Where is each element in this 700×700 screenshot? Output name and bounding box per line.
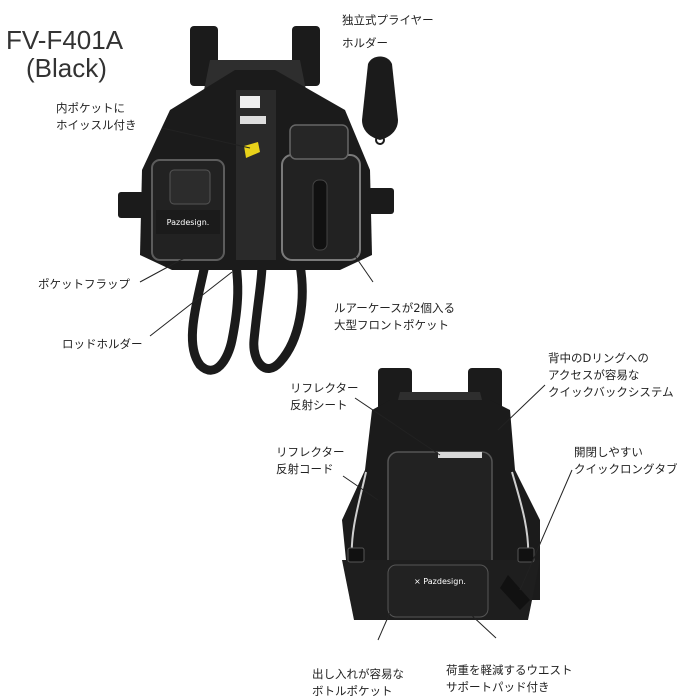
- label-front-pocket: ルアーケースが2個入る 大型フロントポケット: [334, 301, 456, 332]
- front-brand-logo: Pazdesign.: [167, 218, 210, 227]
- front-vest: Pazdesign.: [118, 26, 394, 375]
- label-bottle-pocket: 出し入れが容易な ボトルポケット: [312, 667, 404, 698]
- label-rod-holder: ロッドホルダー: [62, 337, 143, 351]
- leader-lines: [139, 127, 573, 641]
- back-vest: × Pazdesign.: [342, 368, 540, 620]
- label-quick-long-tab: 開閉しやすい クイックロングタブ: [574, 445, 678, 476]
- label-reflector-sheet: リフレクター 反射シート: [290, 381, 359, 412]
- label-inner-pocket: 内ポケットに ホイッスル付き: [56, 101, 137, 132]
- label-back-d-ring: 背中のDリングへの アクセスが容易な クイックバックシステム: [548, 351, 674, 399]
- label-reflector-cord: リフレクター 反射コード: [276, 445, 345, 476]
- plier-holder: [362, 56, 398, 145]
- label-waist-pad: 荷重を軽減するウエスト サポートパッド付き: [446, 663, 573, 694]
- model-number: FV-F401A: [6, 25, 124, 55]
- back-brand-collab: × Pazdesign.: [414, 577, 466, 586]
- label-plier-holder: 独立式プライヤー ホルダー: [342, 13, 434, 50]
- label-pocket-flap: ポケットフラップ: [38, 277, 130, 291]
- color-name: (Black): [26, 53, 107, 83]
